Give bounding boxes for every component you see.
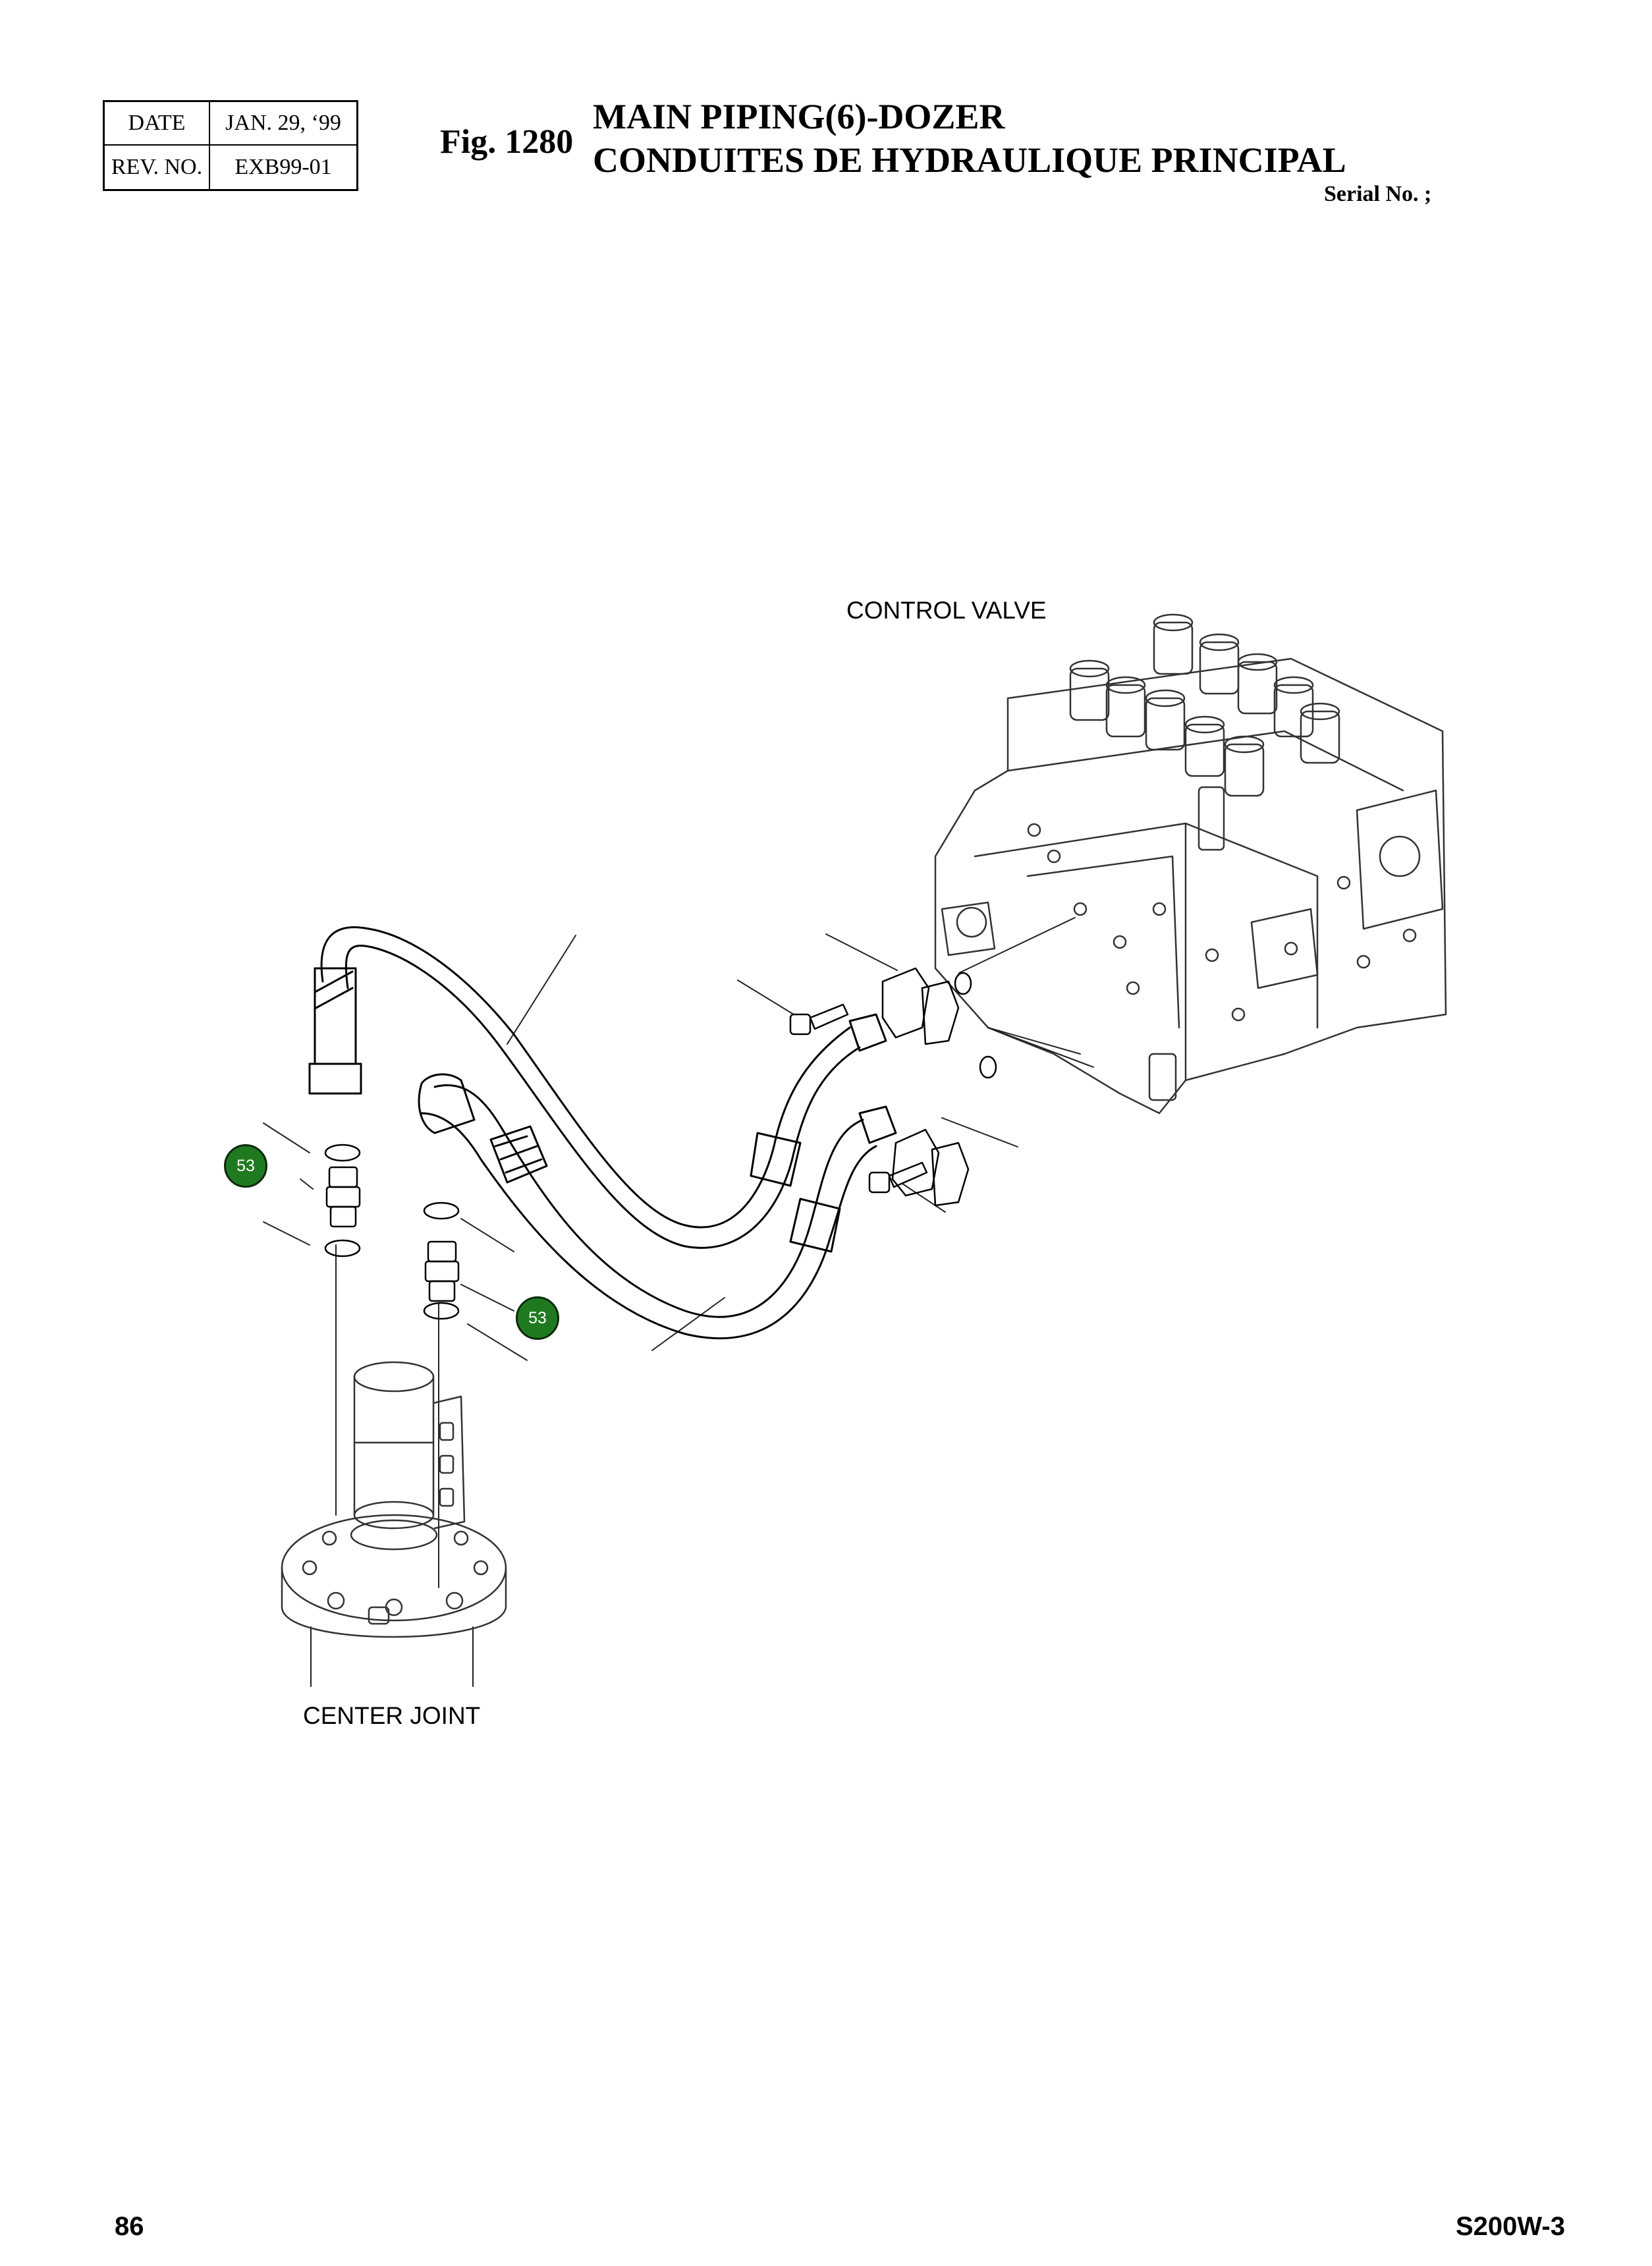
- rev-label: REV. NO.: [105, 146, 210, 189]
- date-label: DATE: [105, 102, 210, 146]
- title-english: MAIN PIPING(6)-DOZER: [593, 97, 1005, 136]
- leader-lines: [263, 917, 1094, 1687]
- flange-kit: [789, 967, 997, 1207]
- date-value: JAN. 29, ‘99: [210, 102, 356, 146]
- part-callout-53[interactable]: 53: [224, 1144, 267, 1188]
- serial-number: Serial No. ;: [1324, 182, 1432, 206]
- page-number: 86: [115, 2212, 144, 2241]
- center-joint-label: CENTER JOINT: [303, 1702, 481, 1729]
- title-french: CONDUITES DE HYDRAULIQUE PRINCIPAL: [593, 140, 1346, 180]
- revision-table: DATE JAN. 29, ‘99 REV. NO. EXB99-01: [103, 100, 358, 191]
- model-code: S200W-3: [1456, 2212, 1565, 2241]
- center-joint-drawing: [281, 1361, 507, 1638]
- hose-lower: [418, 1073, 897, 1339]
- control-valve-drawing: [934, 613, 1447, 1115]
- part-callout-53[interactable]: 53: [516, 1296, 559, 1340]
- hose-upper: [308, 926, 887, 1249]
- rev-value: EXB99-01: [234, 155, 332, 179]
- adapter-right: [423, 1202, 460, 1320]
- control-valve-label: CONTROL VALVE: [846, 597, 1047, 624]
- adapter-left: [324, 1144, 361, 1257]
- figure-number: Fig. 1280: [440, 123, 574, 161]
